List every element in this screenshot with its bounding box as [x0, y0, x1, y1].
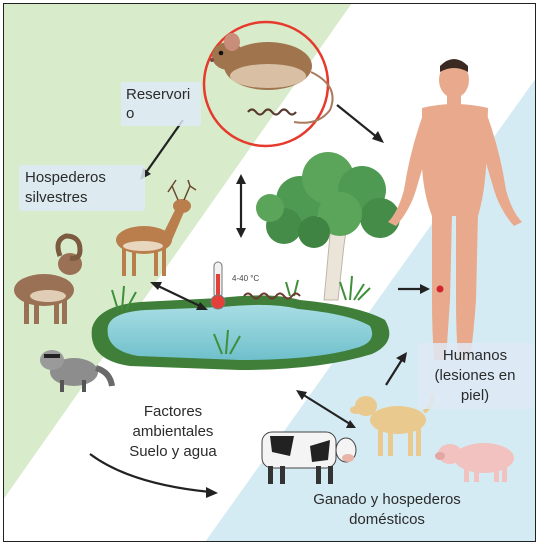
thermometer-icon	[211, 262, 225, 309]
livestock-label: Ganado y hospederos domésticos	[287, 490, 487, 530]
reservoir-label: Reservori o	[121, 82, 201, 126]
skin-lesion-icon	[437, 286, 444, 293]
tree-icon	[256, 152, 400, 300]
arrow-reservoir-to-human-icon	[337, 105, 384, 143]
wild-hosts-label: Hospederos silvestres	[19, 165, 145, 211]
arrow-tree-bidirectional-icon	[236, 174, 246, 238]
humans-label: Humanos (lesiones en piel)	[418, 343, 532, 409]
temperature-label: 4-40 °C	[232, 274, 259, 283]
environmental-factors-label: Factores ambientales Suelo y agua	[118, 402, 228, 462]
